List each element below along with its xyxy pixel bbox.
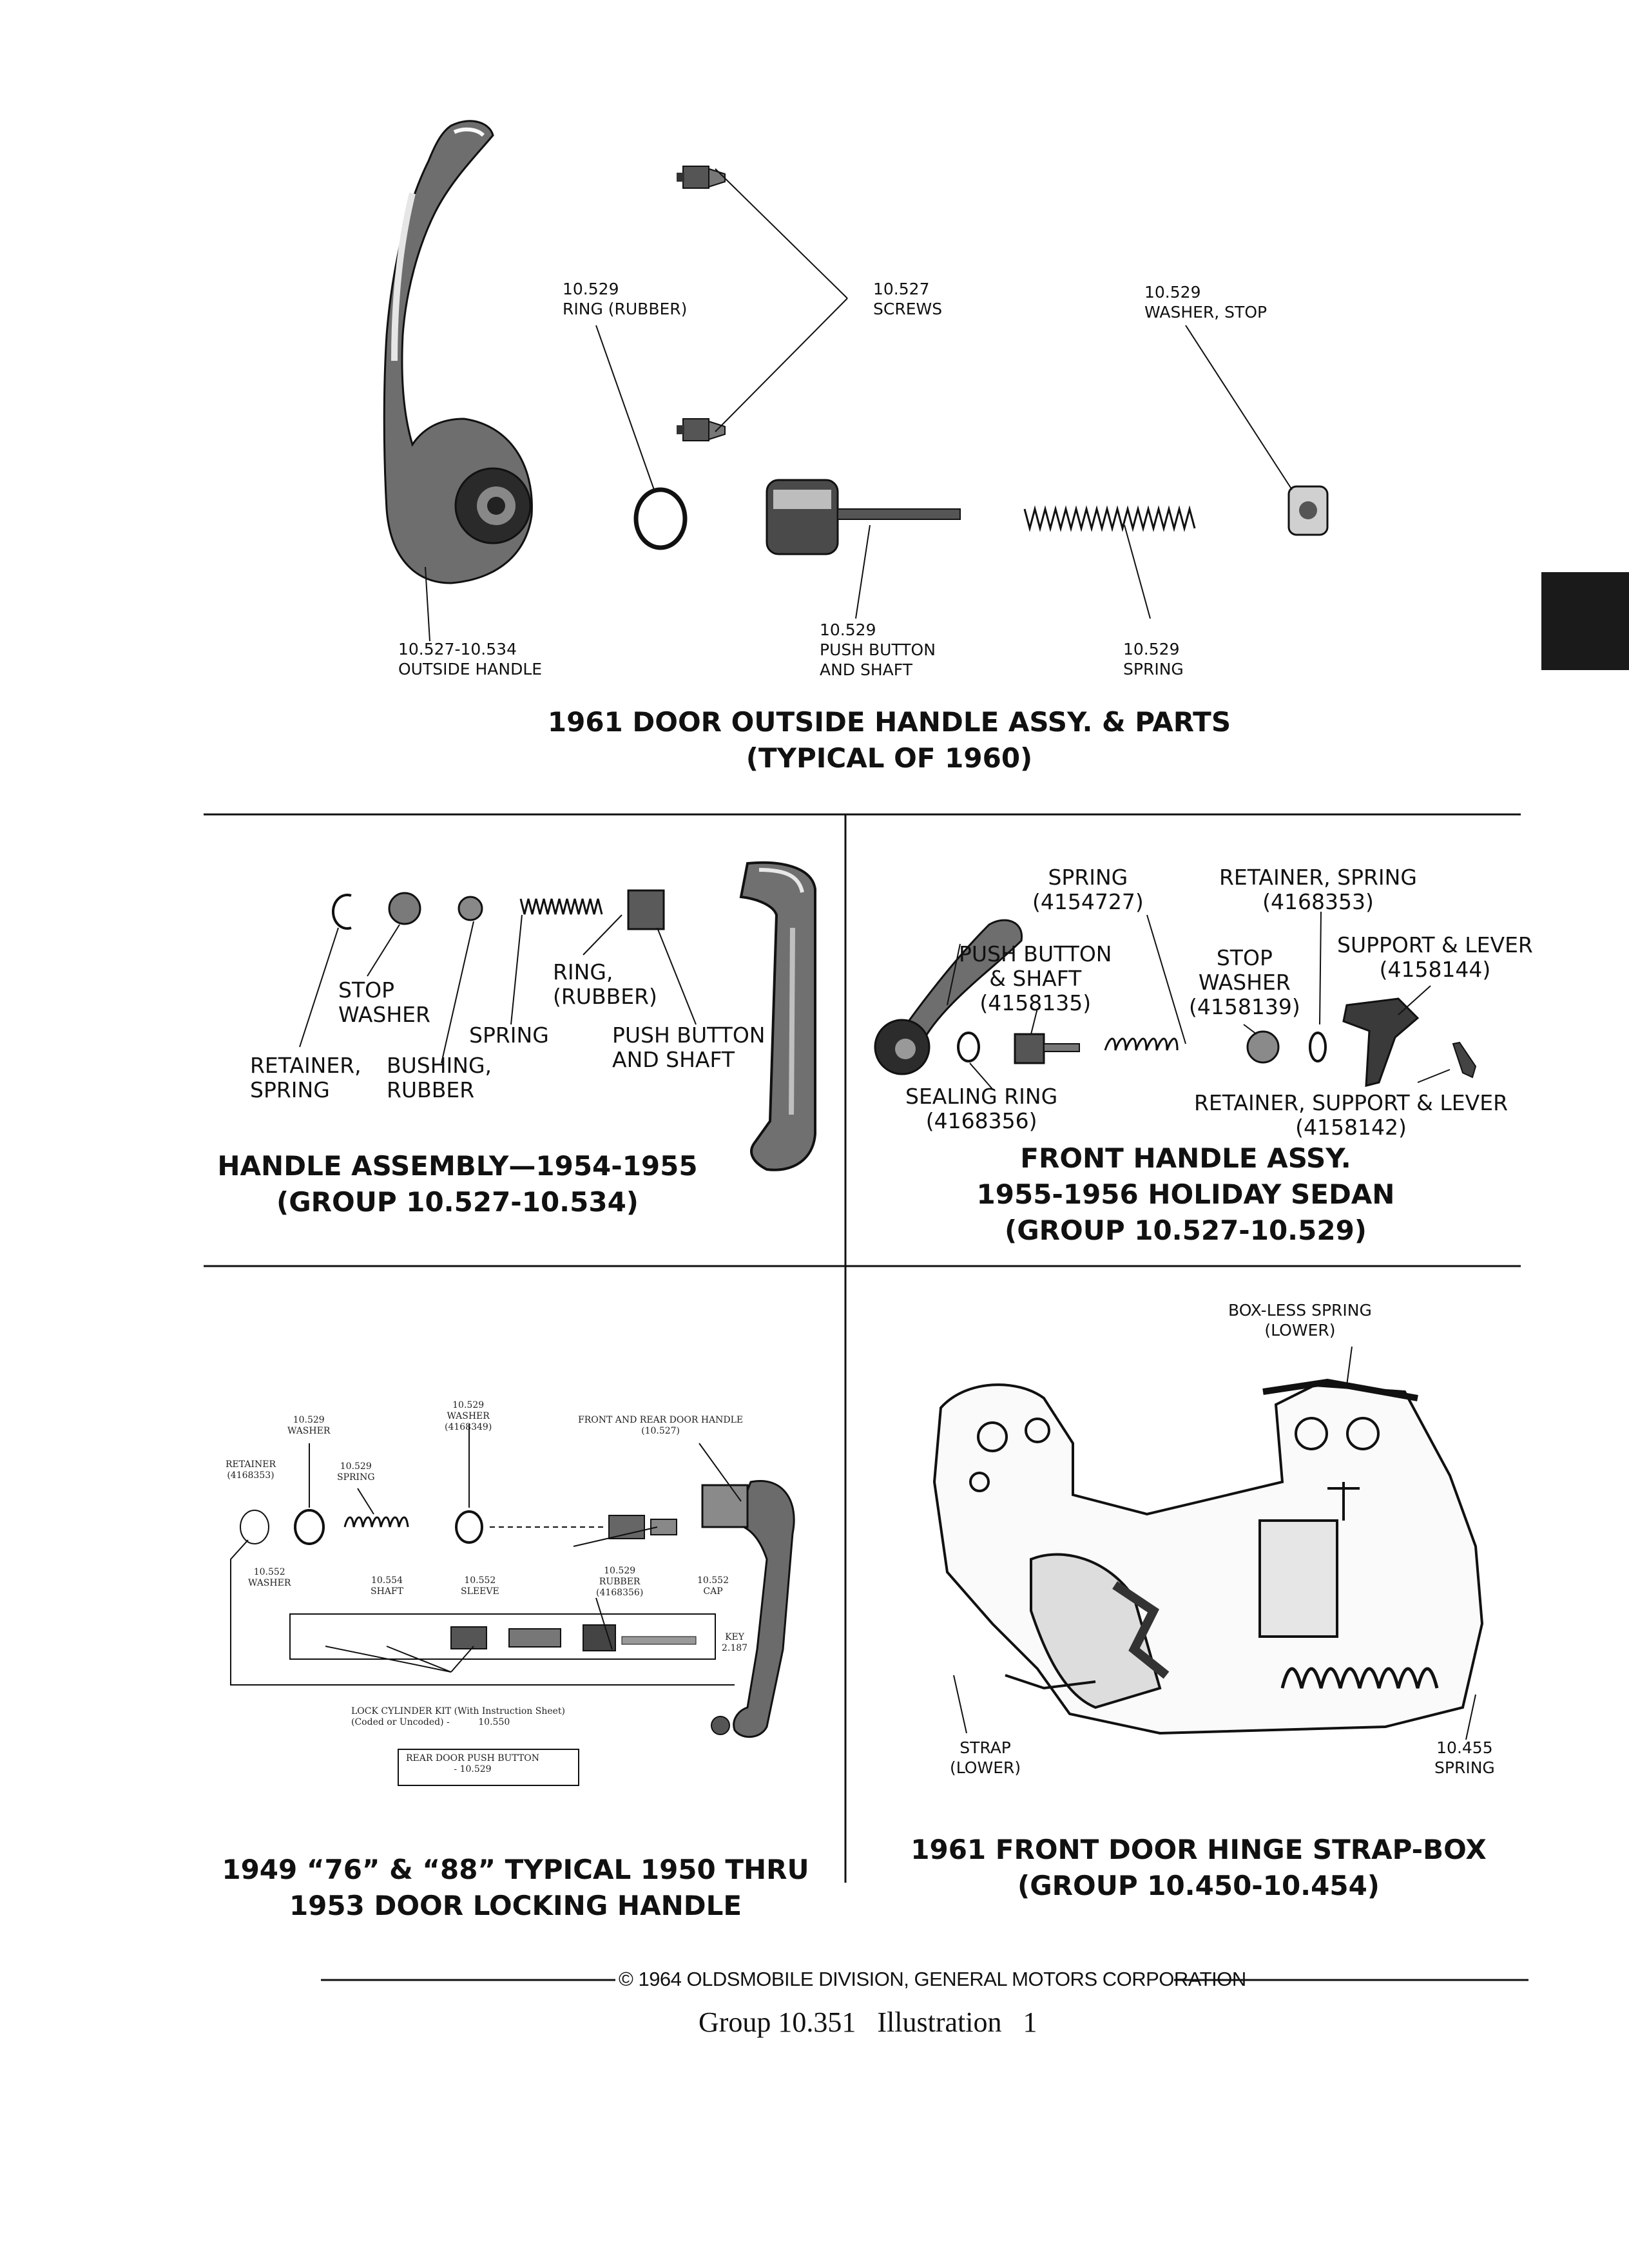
label-spring-455: 10.455 SPRING	[1434, 1738, 1495, 1777]
label-sealing-ring: SEALING RING (4168356)	[905, 1084, 1058, 1133]
hinge-strap-box-drawing	[932, 1378, 1484, 1735]
title-1961-hinge-strap-box: 1961 FRONT DOOR HINGE STRAP-BOX (GROUP 1…	[911, 1834, 1487, 1901]
title-1961-outside-handle: 1961 DOOR OUTSIDE HANDLE ASSY. & PARTS (…	[547, 706, 1231, 774]
label-spring-1954: SPRING	[469, 1023, 549, 1048]
group-illustration-line: Group 10.351 Illustration 1	[699, 2006, 1037, 2038]
small-spring	[519, 898, 603, 915]
label-retainer-4168353: RETAINER (4168353)	[226, 1459, 276, 1481]
label-spring-1961: 10.529 SPRING	[1123, 640, 1184, 678]
label-ring-rubber: 10.529 RING (RUBBER)	[563, 280, 688, 318]
push-button-small	[627, 889, 665, 930]
label-ring-rubber-1954: RING, (RUBBER)	[553, 959, 657, 1009]
label-washer-4168349: 10.529 WASHER (4168349)	[445, 1400, 492, 1432]
label-washer-stop: 10.529 WASHER, STOP	[1144, 283, 1268, 322]
title-handle-assembly-1954: HANDLE ASSEMBLY—1954-1955 (GROUP 10.527-…	[217, 1150, 698, 1218]
spring-1955	[1104, 1037, 1179, 1051]
retainer-spring-1955	[1309, 1032, 1327, 1062]
stop-washer-small	[388, 892, 421, 925]
coil-spring	[1023, 505, 1196, 532]
label-push-button-1955: PUSH BUTTON & SHAFT (4158135)	[959, 941, 1112, 1015]
retainer-support-lever	[1452, 1041, 1477, 1079]
label-cap-552: 10.552 CAP	[697, 1575, 729, 1597]
label-spring-529: 10.529 SPRING	[337, 1461, 375, 1483]
push-button-shaft-1955	[1014, 1033, 1080, 1064]
push-button-and-shaft	[766, 479, 961, 555]
label-screws: 10.527 SCREWS	[873, 280, 943, 318]
leader-lines-1955	[947, 911, 1451, 1090]
label-support-lever: SUPPORT & LEVER (4158144)	[1337, 932, 1533, 982]
locking-parts-row	[240, 1509, 677, 1545]
label-stop-washer-1954: STOP WASHER	[338, 977, 430, 1027]
stop-washer	[1287, 485, 1329, 536]
label-sleeve-552: 10.552 SLEEVE	[461, 1575, 499, 1597]
leader-lines-1954	[299, 914, 697, 1064]
rear-push-button-box	[398, 1749, 579, 1786]
label-rear-door-push-button: REAR DOOR PUSH BUTTON - 10.529	[406, 1753, 540, 1774]
retainer-clip	[332, 894, 352, 930]
lock-cylinder-box	[289, 1613, 716, 1660]
label-washer-552: 10.552 WASHER	[248, 1567, 291, 1588]
label-outside-handle: 10.527-10.534 OUTSIDE HANDLE	[398, 640, 543, 678]
label-retainer-support-lever: RETAINER, SUPPORT & LEVER (4158142)	[1194, 1090, 1508, 1140]
support-lever	[1342, 997, 1420, 1087]
panel-dividers	[204, 813, 1521, 1883]
front-handle-drawing	[874, 919, 1023, 1075]
label-push-button-shaft: 10.529 PUSH BUTTON AND SHAFT	[820, 620, 936, 679]
label-retainer-spring-1954: RETAINER, SPRING	[250, 1053, 361, 1102]
label-rubber-529: 10.529 RUBBER (4168356)	[596, 1566, 644, 1598]
handle-1954-drawing	[739, 861, 816, 1171]
locking-handle-drawing	[701, 1480, 795, 1738]
section-tab-marker	[1541, 572, 1629, 670]
bushing	[458, 896, 483, 921]
leader-lines-1961	[425, 168, 1293, 642]
screw-top	[677, 166, 726, 189]
label-shaft-554: 10.554 SHAFT	[371, 1575, 403, 1597]
stop-washer-1955	[1246, 1030, 1280, 1064]
label-stop-washer-1955: STOP WASHER (4158139)	[1189, 945, 1300, 1019]
sealing-ring	[957, 1032, 980, 1062]
label-key-2187: KEY 2.187	[722, 1632, 748, 1653]
label-spring-1955: SPRING (4154727)	[1032, 865, 1144, 914]
label-lock-cylinder-kit: LOCK CYLINDER KIT (With Instruction Shee…	[351, 1706, 565, 1727]
label-retainer-spring-1955: RETAINER, SPRING (4168353)	[1219, 865, 1417, 914]
label-front-rear-door-handle: FRONT AND REAR DOOR HANDLE (10.527)	[578, 1415, 744, 1436]
title-1949-locking-handle: 1949 “76” & “88” TYPICAL 1950 THRU 1953 …	[222, 1854, 809, 1921]
copyright-line: © 1964 OLDSMOBILE DIVISION, GENERAL MOTO…	[619, 1968, 1246, 1990]
label-bushing-rubber: BUSHING, RUBBER	[387, 1053, 492, 1102]
outside-handle-drawing	[383, 120, 533, 584]
leader-lines-1961-hinge	[953, 1346, 1476, 1740]
title-front-handle-1955: FRONT HANDLE ASSY. 1955-1956 HOLIDAY SED…	[976, 1142, 1395, 1246]
rubber-ring	[633, 487, 688, 550]
leader-lines-1949	[230, 1424, 742, 1686]
label-push-button-1954: PUSH BUTTON AND SHAFT	[612, 1023, 766, 1072]
label-washer-529: 10.529 WASHER	[287, 1415, 331, 1436]
label-strap-lower: STRAP (LOWER)	[950, 1738, 1021, 1777]
label-box-less-spring: BOX-LESS SPRING (LOWER)	[1228, 1301, 1372, 1340]
